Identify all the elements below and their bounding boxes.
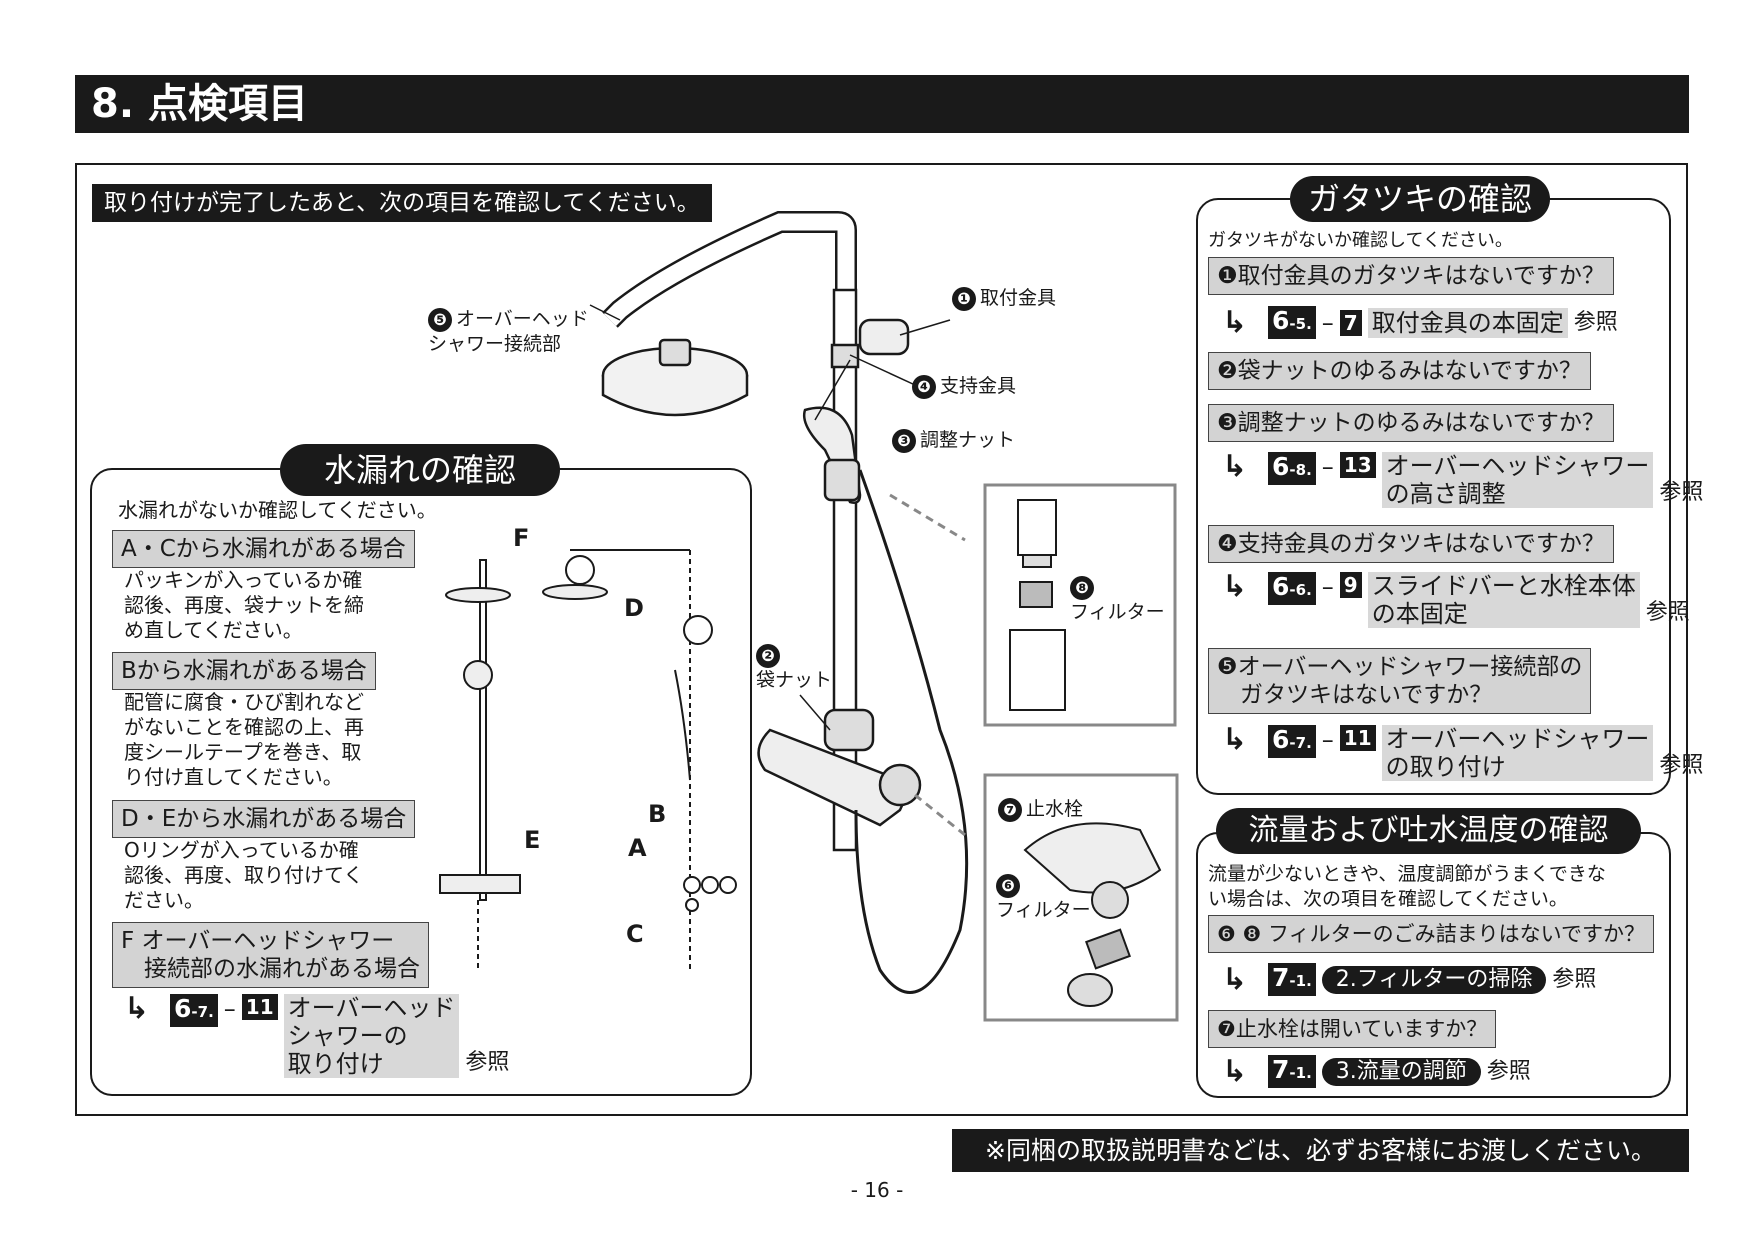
flow-ref-2[interactable]: ↳ 7-1. 3.流量の調節 参照 <box>1222 1053 1531 1089</box>
leak-points-diagram <box>439 549 737 970</box>
case-de-text: Oリングが入っているか確 認後、再度、取り付けてく ださい。 <box>124 838 364 912</box>
arrow-icon: ↳ <box>1222 722 1248 757</box>
play-ref-1[interactable]: ↳ 6-5.– 7 取付金具の本固定参照 <box>1222 304 1618 340</box>
play-item-3: ❸調整ナットのゆるみはないですか？ <box>1208 404 1614 442</box>
play-item-1: ❶取付金具のガタツキはないですか？ <box>1208 257 1614 295</box>
play-check-title: ガタツキの確認 <box>1290 176 1550 222</box>
play-item-5: ❺オーバーヘッドシャワー接続部の ガタツキはないですか？ <box>1208 648 1592 714</box>
leak-check-title: 水漏れの確認 <box>280 444 560 496</box>
flow-item-2: ❼止水栓は開いていますか？ <box>1208 1010 1497 1048</box>
case-ac-heading: A・Cから水漏れがある場合 <box>112 530 415 568</box>
case-b-text: 配管に腐食・ひび割れなど がないことを確認の上、再 度シールテープを巻き、取 り… <box>124 690 364 789</box>
leak-reference[interactable]: ↳ 6-7. – 11 オーバーヘッド シャワーの 取り付け 参照 <box>124 991 510 1078</box>
play-ref-5[interactable]: ↳ 6-7.– 11 オーバーヘッドシャワー の取り付け参照 <box>1222 722 1704 781</box>
step-number: 11 <box>241 994 278 1020</box>
leak-lead: 水漏れがないか確認してください。 <box>118 498 437 522</box>
arrow-icon: ↳ <box>1222 449 1248 484</box>
flow-check-title: 流量および吐水温度の確認 <box>1216 808 1641 854</box>
play-ref-4[interactable]: ↳ 6-6.– 9 スライドバーと水栓本体 の本固定参照 <box>1222 569 1690 628</box>
play-item-2: ❷袋ナットのゆるみはないですか？ <box>1208 352 1591 390</box>
arrow-icon: ↳ <box>1222 1053 1248 1089</box>
play-ref-3[interactable]: ↳ 6-8.– 13 オーバーヘッドシャワー の高さ調整参照 <box>1222 449 1704 508</box>
flow-lead: 流量が少ないときや、温度調節がうまくできな い場合は、次の項目を確認してください… <box>1208 863 1606 910</box>
play-item-4: ❹支持金具のガタツキはないですか？ <box>1208 525 1614 563</box>
letter-B: B <box>648 800 667 828</box>
case-de-heading: D・Eから水漏れがある場合 <box>112 800 416 838</box>
flow-item-1: ❻ ❽ フィルターのごみ詰まりはないですか？ <box>1208 915 1654 953</box>
case-b-heading: Bから水漏れがある場合 <box>112 652 376 690</box>
letter-E: E <box>524 826 541 854</box>
case-ac-text: パッキンが入っているか確 認後、再度、袋ナットを締 め直してください。 <box>124 568 364 642</box>
arrow-icon: ↳ <box>1222 961 1248 997</box>
chapter-chip: 6-7. <box>170 994 218 1027</box>
play-lead: ガタツキがないか確認してください。 <box>1208 230 1513 251</box>
arrow-icon: ↳ <box>1222 569 1248 604</box>
leak-check-panel <box>90 468 752 1096</box>
arrow-icon: ↳ <box>124 991 150 1026</box>
arrow-icon: ↳ <box>1222 304 1248 340</box>
letter-A: A <box>628 834 647 862</box>
handover-note: ※同梱の取扱説明書などは、必ずお客様にお渡しください。 <box>952 1129 1689 1172</box>
ref-text: オーバーヘッド シャワーの 取り付け <box>283 994 460 1078</box>
page-title: 8. 点検項目 <box>75 75 1689 133</box>
content-frame <box>75 163 1688 1116</box>
intro-banner: 取り付けが完了したあと、次の項目を確認してください。 <box>92 184 712 222</box>
letter-C: C <box>626 920 644 948</box>
case-f-heading: F オーバーヘッドシャワー 接続部の水漏れがある場合 <box>112 922 429 988</box>
flow-ref-1[interactable]: ↳ 7-1. 2.フィルターの掃除 参照 <box>1222 961 1597 997</box>
letter-F: F <box>513 524 530 552</box>
page-number: - 16 - <box>850 1178 904 1202</box>
see-label: 参照 <box>465 1050 510 1075</box>
letter-D: D <box>624 594 644 622</box>
shower-diagram <box>589 211 1179 1022</box>
